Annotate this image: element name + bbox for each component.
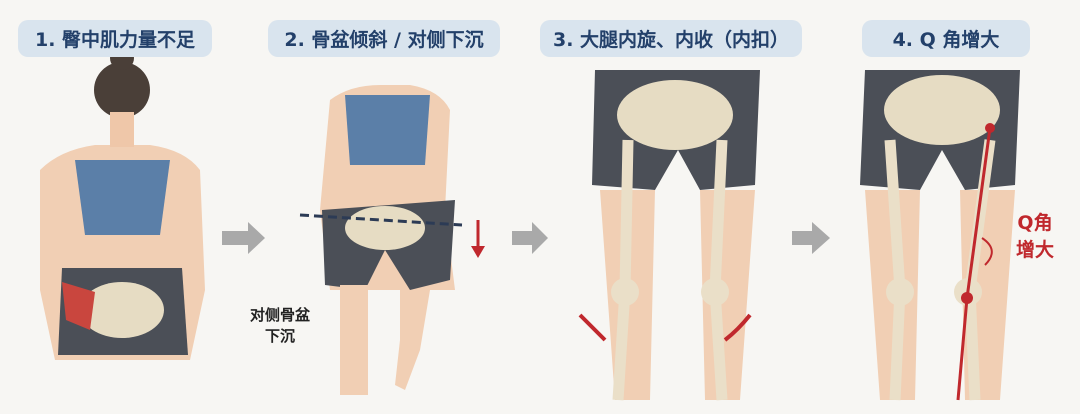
pelvis-drop-label: 对侧骨盆 下沉 bbox=[240, 305, 320, 347]
pelvis-drop-line1: 对侧骨盆 bbox=[249, 306, 310, 324]
figure-q-angle bbox=[860, 70, 1020, 401]
step-4-title: 4. Q 角增大 bbox=[862, 20, 1030, 57]
q-angle-line2: 增大 bbox=[1015, 239, 1054, 261]
step-1-title: 1. 臀中肌力量不足 bbox=[18, 20, 212, 57]
pelvis-drop-line2: 下沉 bbox=[264, 327, 295, 345]
next-arrow-2 bbox=[512, 222, 548, 254]
figure-femur-internal-rotation bbox=[578, 70, 760, 401]
q-angle-label: Q角 增大 bbox=[1005, 210, 1065, 264]
step-3-title: 3. 大腿内旋、内收（内扣） bbox=[540, 20, 802, 57]
step-2-title: 2. 骨盆倾斜 / 对侧下沉 bbox=[268, 20, 500, 57]
figure-back-view bbox=[40, 46, 205, 360]
next-arrow-1 bbox=[222, 222, 265, 254]
figure-pelvic-tilt bbox=[299, 85, 485, 395]
q-angle-line1: Q角 bbox=[1017, 212, 1053, 234]
next-arrow-3 bbox=[792, 222, 830, 254]
